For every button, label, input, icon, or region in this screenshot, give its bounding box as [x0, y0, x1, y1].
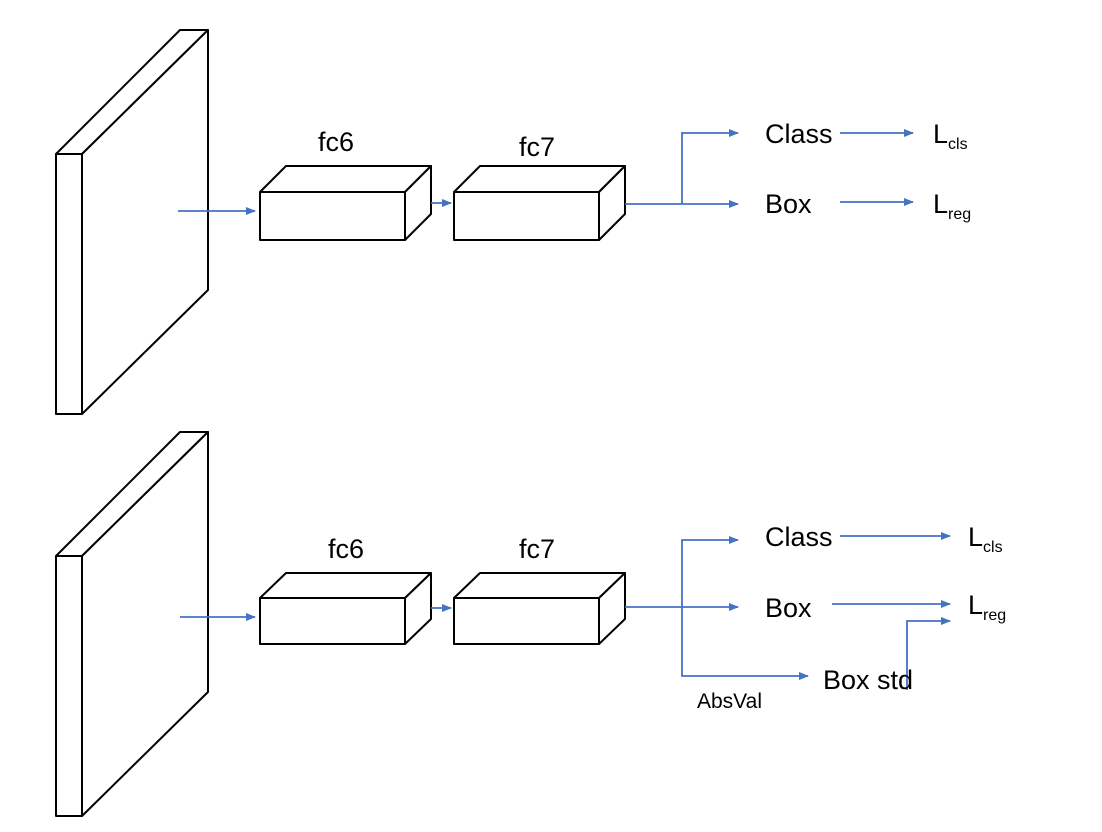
bottom-feature-map — [55, 431, 209, 817]
bottom-box-label: Box — [765, 593, 812, 623]
top-branch: fc6 fc7 Class Box Lcls Lreg — [55, 29, 971, 415]
top-loss-cls-sub: cls — [948, 136, 968, 153]
bottom-absval-label: AbsVal — [697, 690, 762, 713]
bottom-loss-cls-base: L — [968, 522, 983, 552]
top-class-arrow — [681, 129, 739, 204]
top-loss-reg-sub: reg — [948, 206, 971, 223]
bottom-boxstd-label: Box std — [823, 665, 913, 695]
top-class-label: Class — [765, 119, 833, 149]
bottom-boxstd-to-loss-arrow — [906, 617, 951, 690]
bottom-loss-cls: Lcls — [968, 522, 1003, 556]
top-feature-map — [55, 29, 209, 415]
bottom-fc7-label: fc7 — [519, 534, 555, 564]
bottom-loss-reg-sub: reg — [983, 607, 1006, 624]
bottom-loss-reg-base: L — [968, 590, 983, 620]
bottom-fc6-label: fc6 — [328, 534, 364, 564]
top-loss-cls: Lcls — [933, 119, 968, 153]
top-fc7-label: fc7 — [519, 132, 555, 162]
bottom-boxstd-arrow — [681, 607, 809, 680]
bottom-fc7-block — [453, 572, 626, 645]
top-loss-reg: Lreg — [933, 189, 971, 223]
bottom-fc6-block — [259, 572, 432, 645]
top-loss-cls-base: L — [933, 119, 948, 149]
top-loss-reg-base: L — [933, 189, 948, 219]
bottom-loss-reg: Lreg — [968, 590, 1006, 624]
bottom-class-label: Class — [765, 522, 833, 552]
top-fc6-label: fc6 — [318, 127, 354, 157]
top-fc6-block — [259, 165, 432, 241]
top-fc7-block — [453, 165, 626, 241]
bottom-branch: fc6 fc7 Class Box Box std AbsVal Lcls Lr… — [55, 431, 1006, 817]
top-box-label: Box — [765, 189, 812, 219]
bottom-class-arrow — [681, 536, 739, 607]
bottom-loss-cls-sub: cls — [983, 539, 1003, 556]
